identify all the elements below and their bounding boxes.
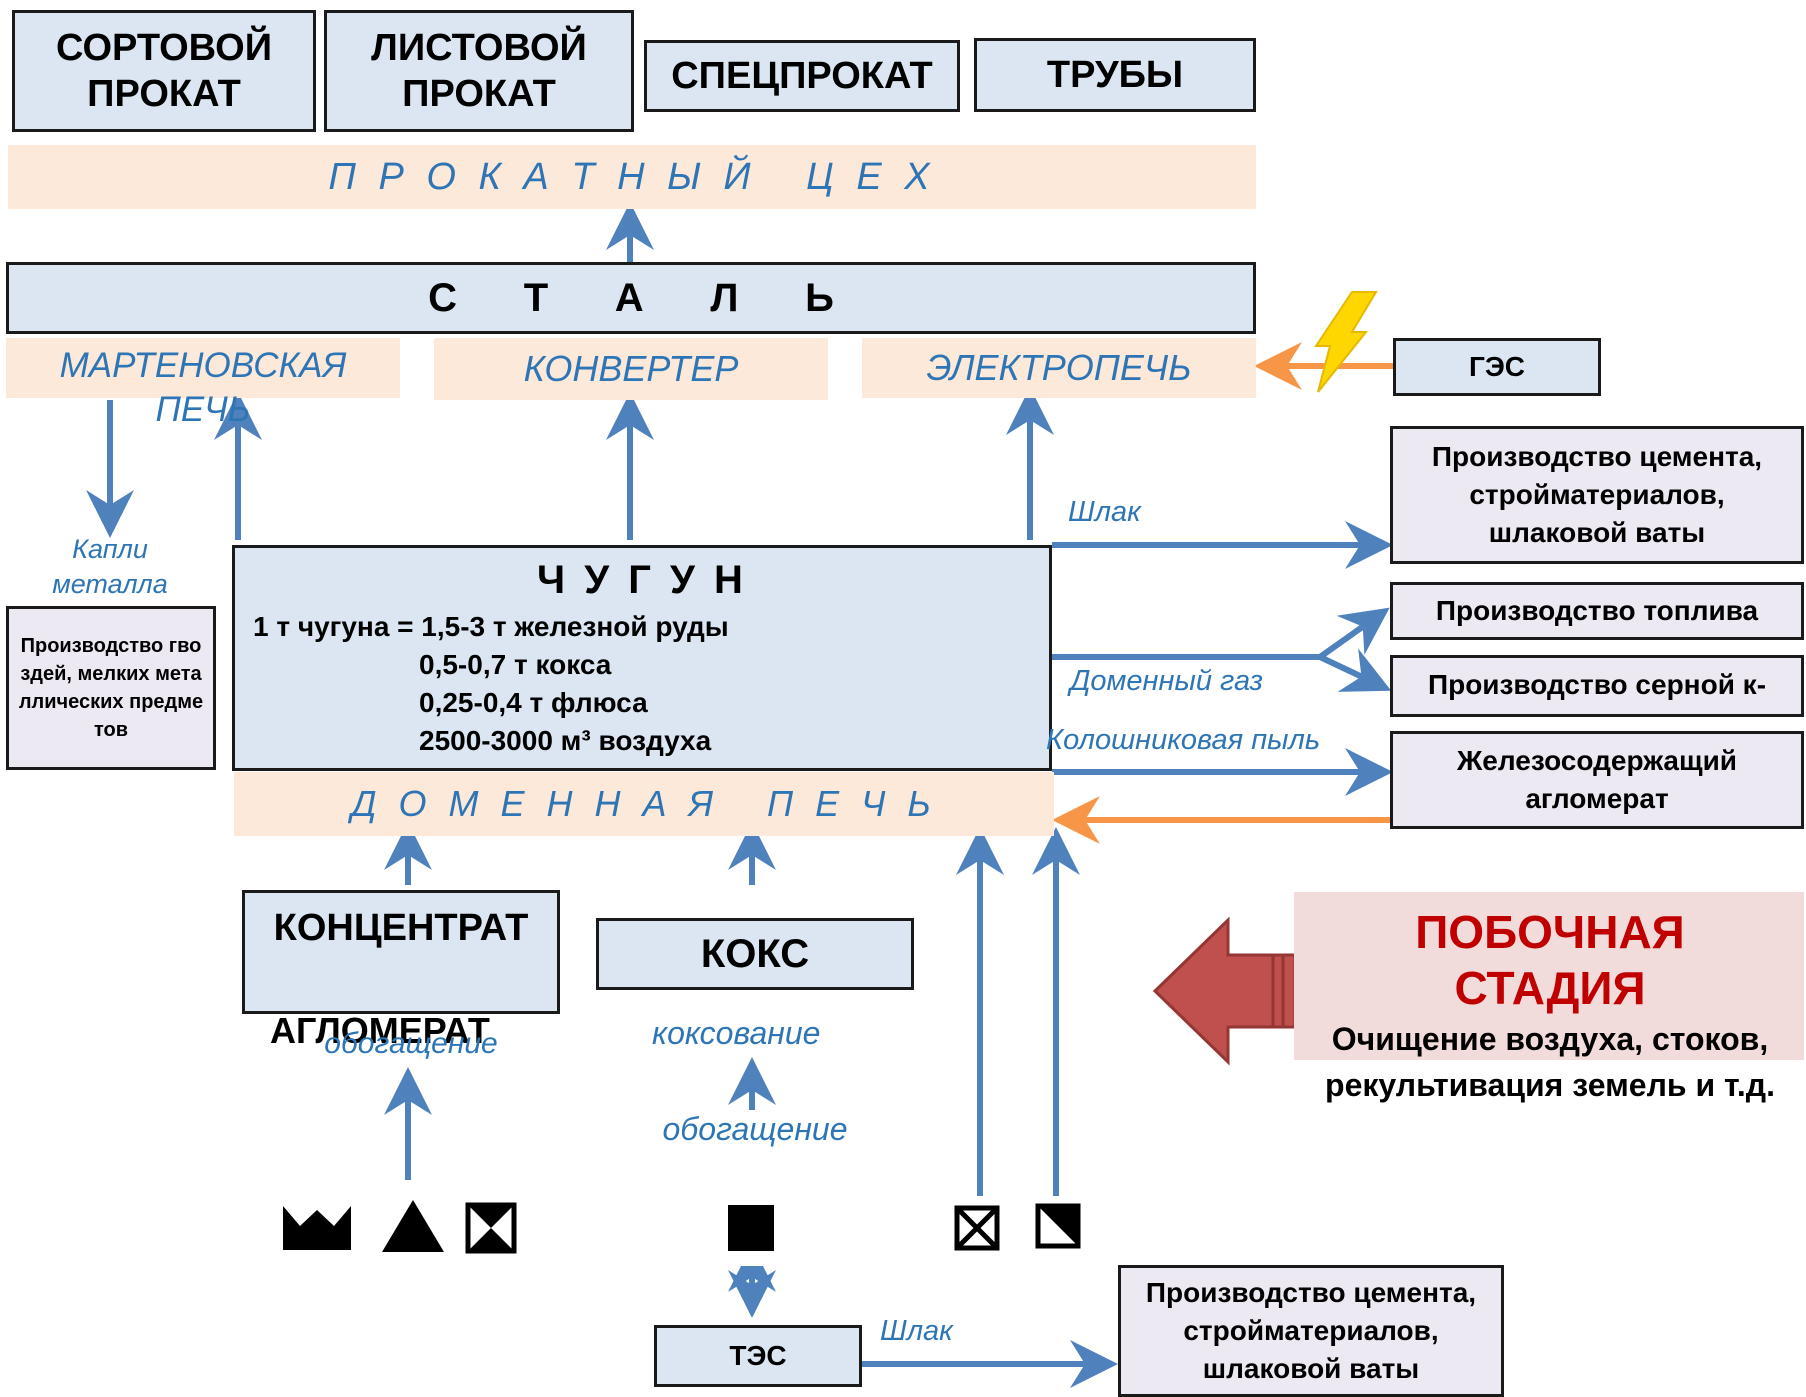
tes-slag-label: Шлак: [880, 1315, 953, 1347]
coke-label: КОКС: [700, 931, 810, 976]
tes-box: ТЭС: [654, 1325, 862, 1387]
rolling-shop-label: П Р О К А Т Н Ы Й Ц Е Х: [328, 155, 936, 198]
pig-iron-line-air: 2500-3000 м³ воздуха: [419, 725, 712, 756]
metal-drops-label: Капли металла: [52, 534, 168, 599]
product-sheet-rolled-label: ЛИСТОВОЙ ПРОКАТ: [371, 27, 587, 115]
tes-cement-label: Производство цемента, стройматериалов, ш…: [1145, 1277, 1477, 1384]
tes-cement-box: Производство цемента, стройматериалов, ш…: [1118, 1265, 1504, 1397]
fuel-production-box: Производство топлива: [1390, 582, 1804, 640]
nails-production-label: Производство гвоздей, мелких металлическ…: [18, 635, 204, 741]
electric-furnace-band: ЭЛЕКТРОПЕЧЬ: [862, 338, 1256, 398]
product-sheet-rolled: ЛИСТОВОЙ ПРОКАТ: [324, 10, 634, 132]
ges-label: ГЭС: [1468, 351, 1525, 382]
steel-label: С Т А Л Ь: [428, 275, 834, 320]
ges-box: ГЭС: [1393, 338, 1601, 396]
nails-production-box: Производство гвоздей, мелких металлическ…: [6, 606, 216, 770]
blast-gas-label: Доменный газ: [1070, 665, 1263, 697]
pig-iron-line-ore: 1 т чугуна = 1,5-3 т железной руды: [253, 611, 729, 642]
blast-furnace-label: Д О М Е Н Н А Я П Е Ч Ь: [351, 783, 937, 824]
pig-iron-box: Ч У Г У Н 1 т чугуна = 1,5-3 т железной …: [232, 545, 1052, 771]
product-pipes-label: ТРУБЫ: [1046, 53, 1184, 96]
sulfuric-acid-box: Производство серной к-ты: [1390, 655, 1804, 717]
enrichment-coal-label: обогащение: [662, 1111, 848, 1147]
cement-production-label: Производство цемента, стройматериалов, ш…: [1431, 441, 1763, 548]
product-pipes: ТРУБЫ: [974, 38, 1256, 112]
converter-band: КОНВЕРТЕР: [434, 338, 828, 400]
arrow-gas-sulfuric: [1318, 648, 1392, 692]
coking-label: коксование: [652, 1015, 821, 1051]
electric-furnace-label: ЭЛЕКТРОПЕЧЬ: [926, 347, 1192, 388]
pig-iron-line-coke: 0,5-0,7 т кокса: [419, 649, 612, 680]
enrichment-ore-label: обогащение: [324, 1027, 498, 1060]
air-icon: [942, 1196, 1014, 1262]
martin-furnace-band: МАРТЕНОВСКАЯ ПЕЧЬ: [6, 338, 400, 429]
side-stage-text: Очищение воздуха, стоков, рекультивация …: [1325, 1021, 1775, 1103]
product-special-rolled: СПЕЦПРОКАТ: [644, 40, 960, 112]
blast-furnace-band: Д О М Е Н Н А Я П Е Ч Ь: [234, 772, 1054, 836]
manganese-ore-icon: [368, 1188, 458, 1268]
fuel-production-label: Производство топлива: [1435, 595, 1759, 626]
product-special-rolled-label: СПЕЦПРОКАТ: [671, 55, 933, 97]
iron-ore-icon: [268, 1188, 366, 1268]
coal-icon: [710, 1190, 794, 1266]
tes-label: ТЭС: [729, 1340, 787, 1371]
pig-iron-title: Ч У Г У Н: [537, 558, 747, 602]
side-stage-title: ПОБОЧНАЯ СТАДИЯ: [1415, 906, 1685, 1014]
product-sort-rolled-label: СОРТОВОЙ ПРОКАТ: [55, 27, 273, 115]
agglomerate-box: Железосодержащий агломерат: [1390, 731, 1804, 829]
coke-box: КОКС: [596, 918, 914, 990]
agglomerate-label: Железосодержащий агломерат: [1456, 745, 1738, 814]
water-icon: [1030, 1196, 1092, 1262]
agglomerate-input-label: АГЛОМЕРАТ: [270, 1010, 490, 1051]
converter-label: КОНВЕРТЕР: [523, 348, 739, 389]
steel-bar: С Т А Л Ь: [6, 262, 1256, 334]
lightning-icon: [1314, 291, 1378, 393]
cement-production-box: Производство цемента, стройматериалов, ш…: [1390, 426, 1804, 564]
top-dust-label: Колошниковая пыль: [1046, 724, 1321, 756]
flux-icon: [460, 1188, 524, 1268]
concentrate-label: КОНЦЕНТРАТ: [273, 907, 529, 949]
sulfuric-acid-label: Производство серной к-ты: [1427, 669, 1767, 700]
martin-furnace-label: МАРТЕНОВСКАЯ ПЕЧЬ: [59, 346, 347, 429]
rolling-shop-band: П Р О К А Т Н Ы Й Ц Е Х: [8, 145, 1256, 209]
slag-label: Шлак: [1068, 496, 1141, 528]
pig-iron-line-flux: 0,25-0,4 т флюса: [419, 687, 648, 718]
arrow-gas-fuel: [1318, 607, 1390, 660]
product-sort-rolled: СОРТОВОЙ ПРОКАТ: [12, 10, 316, 132]
concentrate-box: КОНЦЕНТРАТ: [242, 890, 560, 1014]
side-stage-panel: [1294, 892, 1804, 1060]
